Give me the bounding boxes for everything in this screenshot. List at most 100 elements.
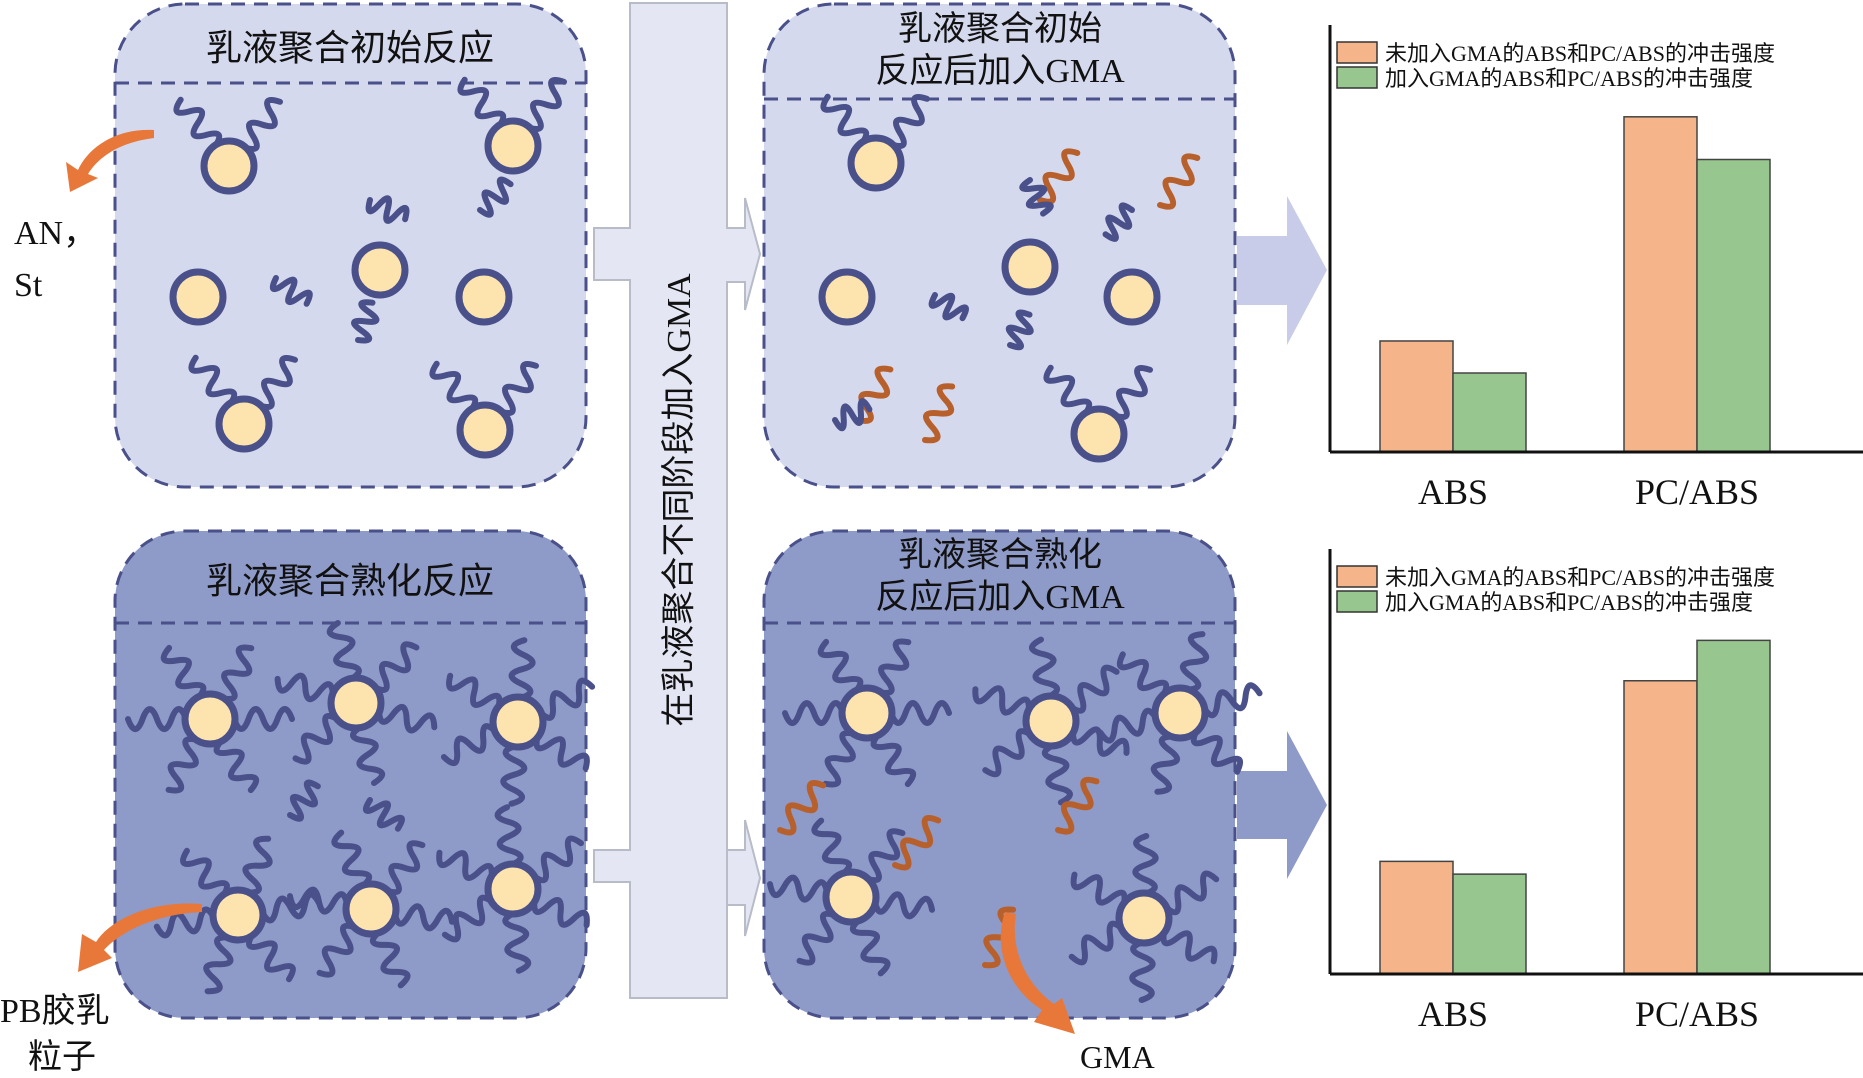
middle-arrow-label: 在乳液聚合不同阶段加入GMA (660, 273, 698, 727)
polymer-chain (1116, 651, 1170, 699)
polymer-chain (888, 700, 952, 726)
pb-particle (351, 241, 409, 299)
polymer-chain (1070, 726, 1130, 757)
gma-label: GMA (1080, 1039, 1155, 1075)
polymer-chain (213, 736, 260, 794)
polymer-chain (1150, 733, 1180, 795)
pb-particle (484, 117, 542, 175)
polymer-chain (292, 712, 342, 765)
bar-abs-series1 (1379, 340, 1454, 453)
polymer-chain (1129, 938, 1156, 1003)
monomer-label: AN， (14, 215, 97, 252)
gma-in-arrow (1000, 912, 1075, 1034)
pb-particle (169, 268, 227, 326)
panel-title-initial-gma-line2: 反应后加入GMA (875, 52, 1125, 90)
polymer-chain (820, 93, 870, 147)
panel-title-curing-gma-line2: 反应后加入GMA (875, 578, 1125, 616)
polymer-chain (1190, 727, 1244, 775)
polymer-chain (1132, 833, 1159, 898)
polymer-chain (203, 934, 234, 995)
pb-particle (1115, 889, 1173, 947)
polymer-chain (876, 638, 912, 696)
polymer-chain (782, 700, 846, 727)
gma-chain (1055, 776, 1100, 835)
legend-swatch (1336, 565, 1378, 588)
polymer-chain (391, 903, 455, 932)
pb-particle (456, 401, 514, 459)
pb-particle (327, 674, 385, 732)
pb-particle (838, 684, 896, 742)
polymer-chain (524, 76, 567, 133)
x-tick-label: ABS (1418, 994, 1488, 1034)
free-chain (365, 195, 410, 224)
gma-chain (855, 365, 894, 424)
gma-chain (892, 815, 942, 871)
legend-swatch (1336, 66, 1378, 89)
polymer-chain (180, 847, 230, 900)
gma-chain (982, 906, 1017, 969)
polymer-chain (796, 910, 839, 966)
polymer-chain (767, 874, 831, 903)
legend-label: 加入GMA的ABS和PC/ABS的冲击强度 (1385, 590, 1753, 615)
polymer-chain (245, 930, 296, 983)
polymer-chain (440, 723, 500, 767)
polymer-chain (1179, 631, 1210, 693)
polymer-chain (502, 909, 532, 974)
polymer-chain (274, 672, 337, 703)
polymer-chain (1043, 364, 1093, 418)
legend-label: 未加入GMA的ABS和PC/ABS的冲击强度 (1385, 41, 1775, 66)
free-chain (1005, 309, 1034, 351)
free-chain (477, 176, 514, 218)
free-chain (1019, 177, 1054, 217)
pb-particle (489, 693, 547, 751)
polymer-chain (436, 849, 495, 882)
legend-swatch (1336, 590, 1378, 613)
pb-particle (200, 137, 258, 195)
polymer-chain (1200, 682, 1263, 719)
panel-title-initial: 乳液聚合初始反应 (206, 28, 494, 68)
polymer-chain (822, 730, 858, 788)
polymer-chain (242, 835, 273, 896)
polymer-chain (160, 644, 207, 702)
polymer-chain (255, 354, 298, 411)
bar-abs-series1 (1379, 860, 1454, 975)
bar-pc-abs-series2 (1696, 639, 1771, 975)
polymer-chain (188, 354, 238, 408)
pb-particle (342, 880, 400, 938)
polymer-chain (441, 894, 497, 943)
polymer-chain (496, 360, 539, 417)
polymer-chain (1041, 741, 1073, 806)
monomer-label: St (14, 267, 43, 304)
polymer-chain (536, 677, 596, 721)
x-tick-label: PC/ABS (1635, 994, 1759, 1034)
free-chain (287, 779, 321, 822)
polymer-chain (972, 685, 1032, 716)
pb-particle (1151, 684, 1209, 742)
pb-particle (455, 268, 513, 326)
polymer-chain (375, 703, 438, 734)
polymer-chain (287, 886, 351, 915)
polymer-chain (1162, 870, 1220, 916)
polymer-chain (533, 732, 590, 772)
polymer-chain (316, 922, 359, 978)
arrow-to-chart-bottom (1237, 731, 1327, 879)
polymer-chain (457, 76, 507, 130)
polymer-chain (153, 906, 218, 939)
polymer-chain (326, 620, 362, 683)
legend-swatch (1336, 41, 1378, 64)
pb-particle (847, 134, 905, 192)
free-chain (832, 398, 873, 432)
panel-title-initial-gma-line1: 乳液聚合初始 (898, 10, 1102, 48)
polymer-chain (817, 638, 864, 696)
polymer-chain (870, 730, 917, 788)
polymer-chain (529, 835, 584, 884)
x-tick-label: PC/ABS (1635, 472, 1759, 512)
gma-chain (777, 780, 827, 836)
polymer-chain (863, 828, 906, 884)
polymer-chain (429, 360, 479, 414)
pb-particle (209, 886, 267, 944)
charts-layer: ABS PC/ABS 未加入GMA的ABS和PC/ABS的冲击强度加入GMA的ABS… (1328, 25, 1863, 1034)
polymer-chain (849, 916, 891, 977)
polymer-chain (494, 804, 524, 869)
